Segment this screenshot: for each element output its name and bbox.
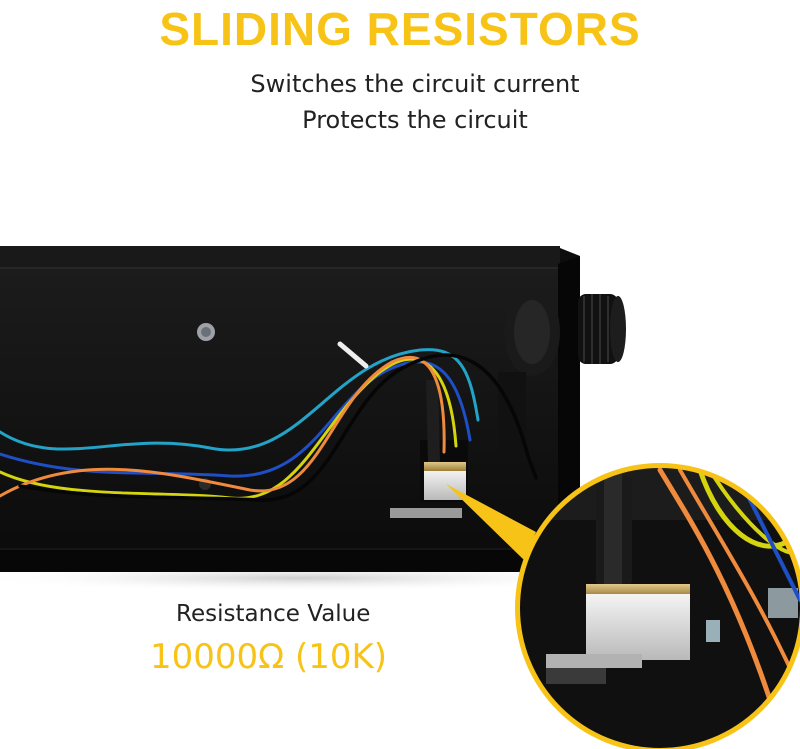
resistance-label: Resistance Value: [176, 601, 371, 627]
knob: [504, 288, 626, 376]
callout-pointer: [446, 484, 536, 560]
zoom-inset: [515, 463, 800, 749]
page-title: SLIDING RESISTORS: [159, 3, 641, 55]
resistance-value: 10000Ω (10K): [150, 637, 388, 677]
feature-switches-current: Switches the circuit current: [250, 70, 580, 98]
wiring: [0, 341, 538, 502]
screw-top: [197, 323, 215, 341]
feature-protects-circuit: Protects the circuit: [302, 106, 528, 134]
